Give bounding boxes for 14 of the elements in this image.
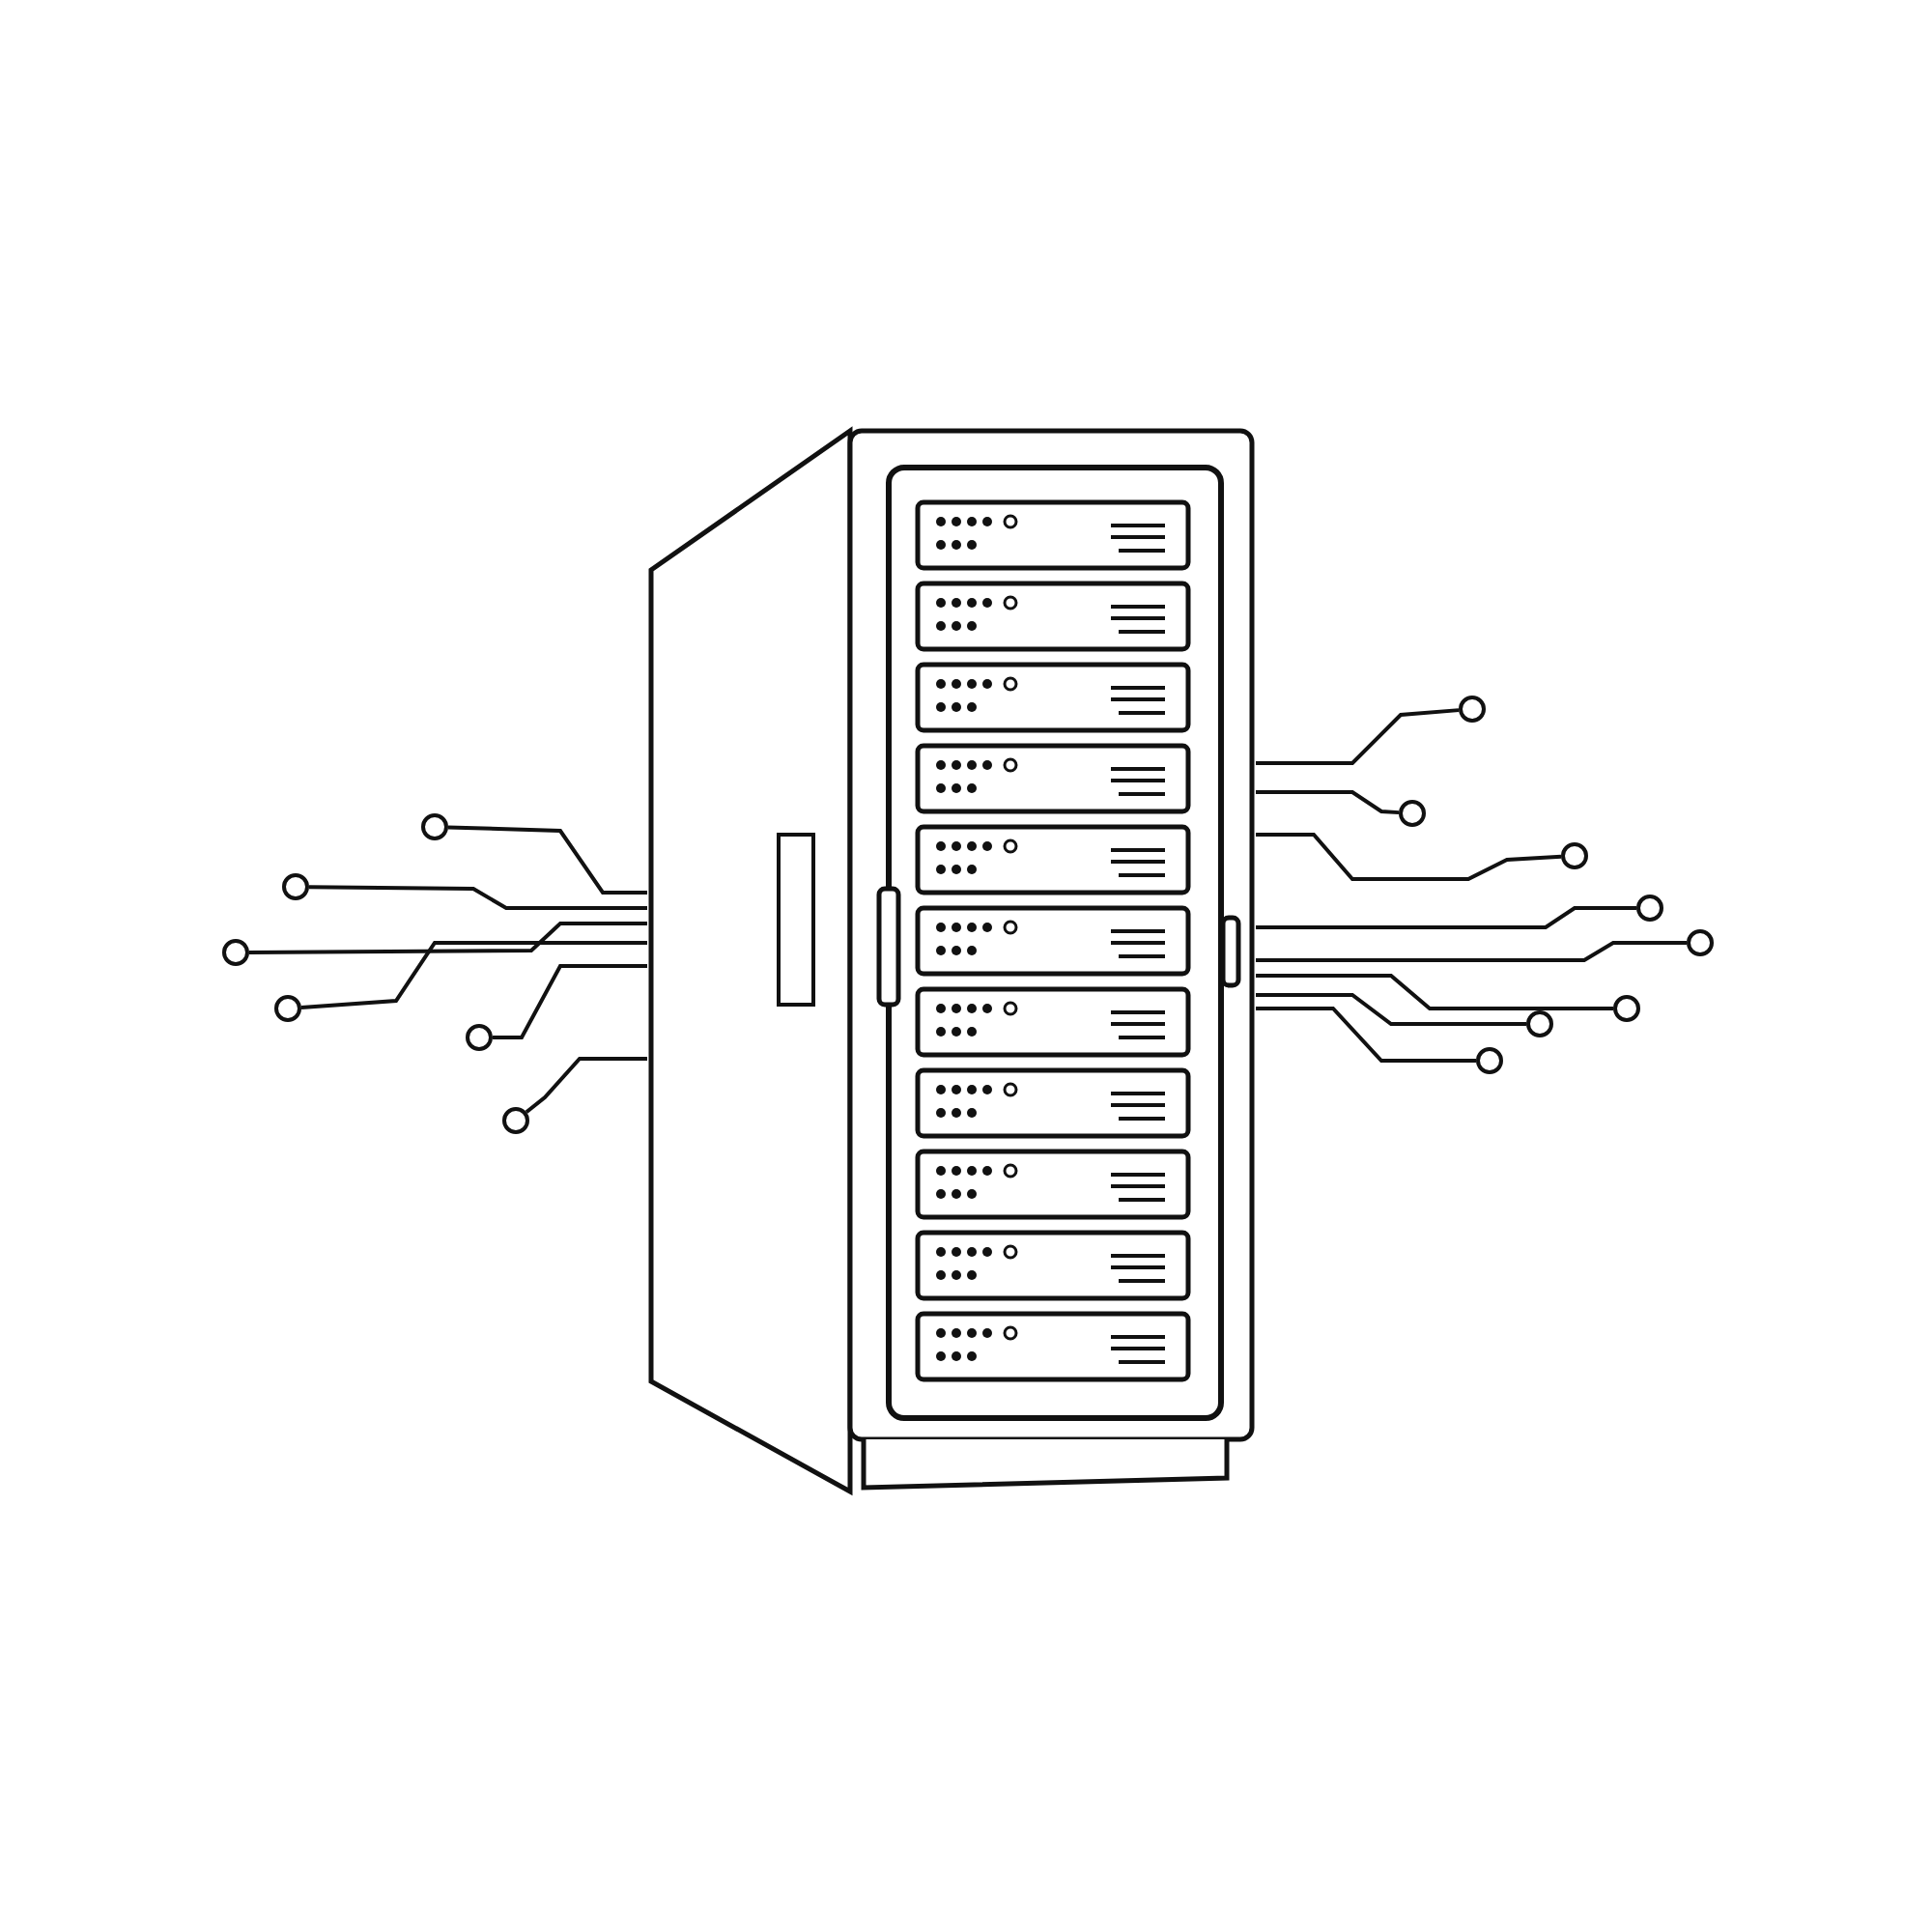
circuit-trace <box>300 941 647 1009</box>
circuit-trace <box>1256 941 1687 962</box>
circuit-trace <box>308 885 647 910</box>
circuit-trace <box>1256 906 1636 929</box>
circuit-trace <box>447 825 647 895</box>
circuit-trace <box>1256 993 1526 1026</box>
circuit-trace <box>1256 833 1562 881</box>
circuit-trace <box>249 922 647 954</box>
circuit-trace <box>525 1057 647 1114</box>
circuit-trace <box>1256 1007 1476 1063</box>
circuit-trace <box>1256 708 1460 765</box>
circuit-trace <box>493 964 647 1039</box>
circuit-trace <box>1256 974 1613 1010</box>
circuit-trace <box>1256 790 1400 815</box>
